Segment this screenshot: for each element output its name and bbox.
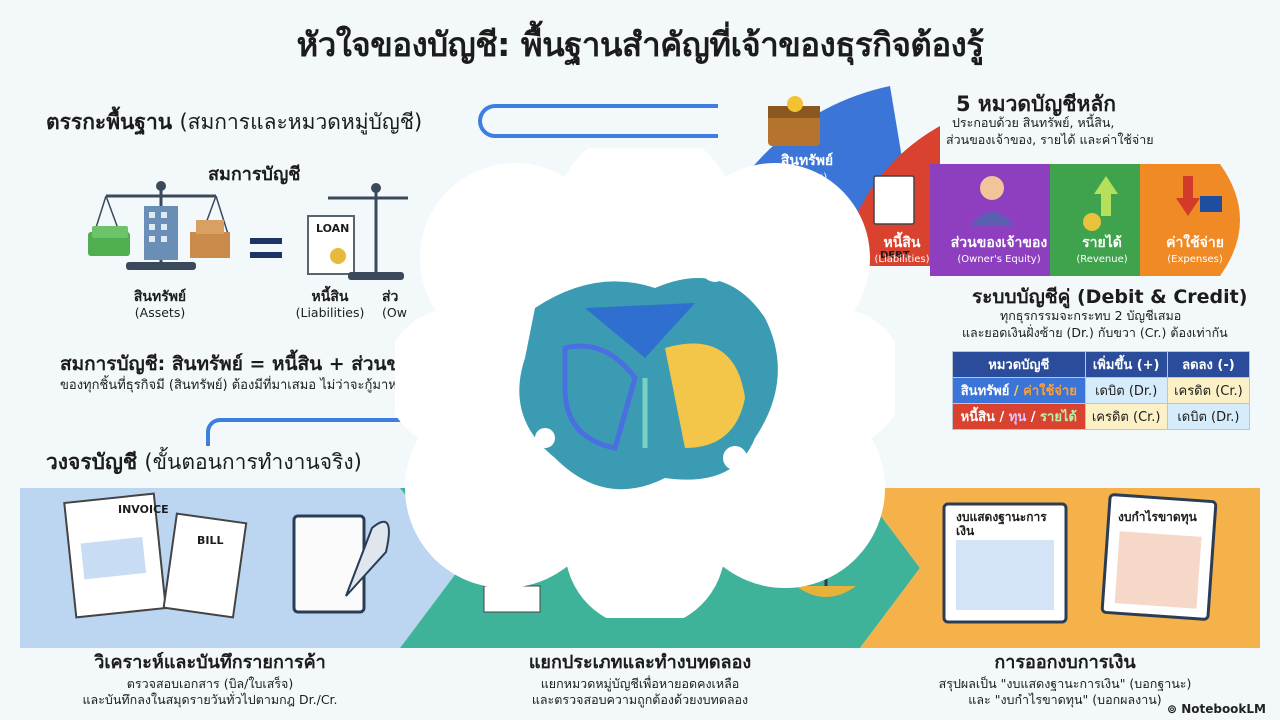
liabilities-label: หนี้สิน	[311, 289, 349, 305]
table-header-increase: เพิ่มขึ้น (+)	[1084, 351, 1168, 378]
debit-credit-table: หมวดบัญชี เพิ่มขึ้น (+) ลดลง (-) สินทรัพ…	[952, 351, 1251, 430]
category-equity: ส่วนของเจ้าของ (Owner's Equity)	[940, 232, 1058, 265]
step3-line1: สรุปผลเป็น "งบแสดงฐานะการเงิน" (บอกฐานะ)	[938, 676, 1192, 691]
table-cell-category: สินทรัพย์ / ค่าใช้จ่าย	[952, 377, 1086, 404]
page-title: หัวใจของบัญชี: พื้นฐานสำคัญที่เจ้าของธุร…	[296, 25, 984, 64]
assets-sub: (Assets)	[134, 305, 186, 320]
category-revenue: รายได้ (Revenue)	[1054, 232, 1150, 265]
formula-note: ของทุกชิ้นที่ธุรกิจมี (สินทรัพย์) ต้องมี…	[60, 378, 397, 393]
wheel-segment-expenses	[1140, 164, 1240, 276]
category-revenue-sub: (Revenue)	[1076, 254, 1128, 265]
category-expenses-sub: (Expenses)	[1167, 254, 1223, 265]
category-revenue-label: รายได้	[1082, 235, 1122, 251]
loan-label: LOAN	[316, 222, 350, 235]
cycle-heading: วงจรบัญชี (ขั้นตอนการทำงานจริง)	[46, 446, 362, 479]
notebooklm-watermark: ⊚ NotebookLM	[1167, 702, 1266, 716]
double-entry-desc-1: ทุกธุรกรรมจะกระทบ 2 บัญชีเสมอ	[1000, 308, 1182, 323]
step2-line1: แยกหมวดหมู่บัญชีเพื่อหายอดคงเหลือ	[540, 676, 740, 691]
double-entry-heading: ระบบบัญชีคู่ (Debit & Credit)	[972, 286, 1248, 308]
assets-label: สินทรัพย์	[133, 289, 187, 305]
logic-heading-light: (สมการและหมวดหมู่บัญชี)	[179, 110, 423, 134]
table-header-row: หมวดบัญชี เพิ่มขึ้น (+) ลดลง (-)	[952, 351, 1251, 378]
equity-sub-partial: (Ow	[382, 305, 407, 320]
bill-label: BILL	[197, 534, 224, 547]
cycle-heading-light: (ขั้นตอนการทำงานจริง)	[144, 450, 362, 474]
table-cell-category: หนี้สิน / ทุน / รายได้	[952, 403, 1086, 430]
category-expenses-label: ค่าใช้จ่าย	[1166, 235, 1224, 251]
double-entry-desc-2: และยอดเงินฝั่งซ้าย (Dr.) กับขวา (Cr.) ต้…	[962, 325, 1228, 340]
loading-overlay	[395, 148, 895, 618]
equals-sign	[250, 238, 282, 244]
step3-line2: และ "งบกำไรขาดทุน" (บอกผลงาน)	[968, 692, 1162, 707]
step1-title: วิเคราะห์และบันทึกรายการค้า	[94, 652, 326, 673]
categories-heading: 5 หมวดบัญชีหลัก	[956, 92, 1116, 116]
step2-text: แยกประเภทและทำงบทดลอง แยกหมวดหมู่บัญชีเพ…	[470, 647, 810, 708]
liabilities-scale-icon	[307, 183, 408, 280]
table-cell-decrease: เดบิต (Dr.)	[1166, 403, 1251, 430]
table-cell-decrease: เครดิต (Cr.)	[1166, 377, 1251, 404]
logic-heading: ตรรกะพื้นฐาน (สมการและหมวดหมู่บัญชี)	[46, 106, 422, 139]
formula-text: สมการบัญชี: สินทรัพย์ = หนี้สิน + ส่วนขอ	[60, 353, 411, 375]
report-income-statement: งบกำไรขาดทุน	[1118, 510, 1197, 524]
category-expenses: ค่าใช้จ่าย (Expenses)	[1150, 232, 1240, 265]
table-row: หนี้สิน / ทุน / รายได้ เครดิต (Cr.) เดบิ…	[952, 403, 1251, 430]
watermark-text: NotebookLM	[1181, 702, 1266, 716]
step1-line1: ตรวจสอบเอกสาร (บิล/ใบเสร็จ)	[126, 676, 294, 691]
debt-tag: DEBT	[880, 250, 910, 261]
step3-text: การออกงบการเงิน สรุปผลเป็น "งบแสดงฐานะกา…	[900, 647, 1230, 708]
category-equity-sub: (Owner's Equity)	[957, 254, 1041, 265]
step3-title: การออกงบการเงิน	[994, 652, 1136, 673]
equity-label-partial: ส่ว	[382, 289, 399, 305]
category-liabilities: หนี้สิน (Liabilities)	[862, 232, 942, 265]
invoice-label: INVOICE	[118, 503, 169, 516]
category-equity-label: ส่วนของเจ้าของ	[950, 235, 1048, 251]
step2-line2: และตรวจสอบความถูกต้องด้วยงบทดลอง	[531, 692, 749, 707]
liabilities-sub: (Liabilities)	[295, 305, 365, 320]
step1-text: วิเคราะห์และบันทึกรายการค้า ตรวจสอบเอกสา…	[40, 647, 380, 708]
table-row: สินทรัพย์ / ค่าใช้จ่าย เดบิต (Dr.) เครดิ…	[952, 377, 1251, 404]
table-cell-increase: เครดิต (Cr.)	[1084, 403, 1168, 430]
step2-title: แยกประเภทและทำงบทดลอง	[528, 652, 752, 673]
cycle-connector	[206, 418, 436, 446]
connector-line	[478, 104, 718, 138]
categories-desc-1: ประกอบด้วย สินทรัพย์, หนี้สิน,	[952, 115, 1115, 130]
logic-heading-bold: ตรรกะพื้นฐาน	[46, 110, 173, 134]
category-liabilities-sub: (Liabilities)	[874, 254, 930, 265]
notebooklm-mark-icon: ⊚	[1166, 702, 1182, 716]
category-liabilities-label: หนี้สิน	[883, 235, 921, 251]
table-header-decrease: ลดลง (-)	[1166, 351, 1251, 378]
step1-line2: และบันทึกลงในสมุดรายวันทั่วไปตามกฎ Dr./C…	[82, 692, 338, 707]
equation-title: สมการบัญชี	[208, 164, 301, 185]
assets-scale-icon	[88, 181, 230, 270]
table-cell-increase: เดบิต (Dr.)	[1084, 377, 1168, 404]
categories-desc-2: ส่วนของเจ้าของ, รายได้ และค่าใช้จ่าย	[946, 132, 1154, 147]
report-balance-sheet: งบแสดงฐานะการเงิน	[956, 510, 1047, 538]
table-header-category: หมวดบัญชี	[952, 351, 1086, 378]
cycle-heading-bold: วงจรบัญชี	[46, 450, 138, 474]
